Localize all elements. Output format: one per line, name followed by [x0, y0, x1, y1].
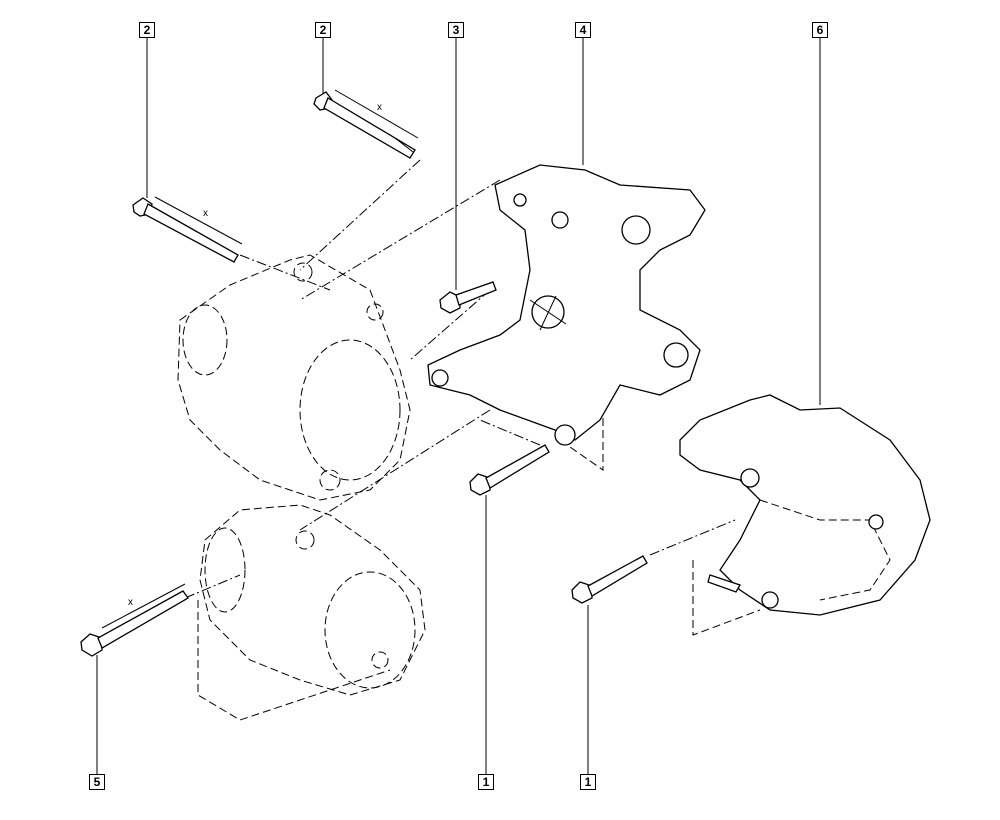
bolt-1-center: [469, 444, 550, 496]
callout-2: 2: [315, 22, 331, 38]
ac-compressor: [199, 504, 426, 696]
leader-lines: [96, 38, 821, 774]
callout-2: 2: [139, 22, 155, 38]
callout-1: 1: [478, 774, 494, 790]
bolt-3: [439, 281, 497, 314]
callout-5: 5: [89, 774, 105, 790]
bolt-2-upper: [313, 89, 419, 159]
dimension-label-x: x: [377, 102, 382, 113]
bolt-1-right: [571, 555, 648, 604]
callout-6: 6: [812, 22, 828, 38]
bracket-4: [427, 164, 706, 446]
bolt-2-lower: [132, 196, 243, 263]
callout-4: 4: [575, 22, 591, 38]
bolt-5: [80, 583, 189, 657]
alternator: [177, 254, 411, 501]
callout-1: 1: [580, 774, 596, 790]
dimension-label-x: x: [203, 208, 208, 219]
alignment-lines: [184, 159, 761, 721]
dimension-label-x: x: [128, 597, 133, 608]
callout-3: 3: [448, 22, 464, 38]
engine-mount-6: [679, 394, 931, 616]
